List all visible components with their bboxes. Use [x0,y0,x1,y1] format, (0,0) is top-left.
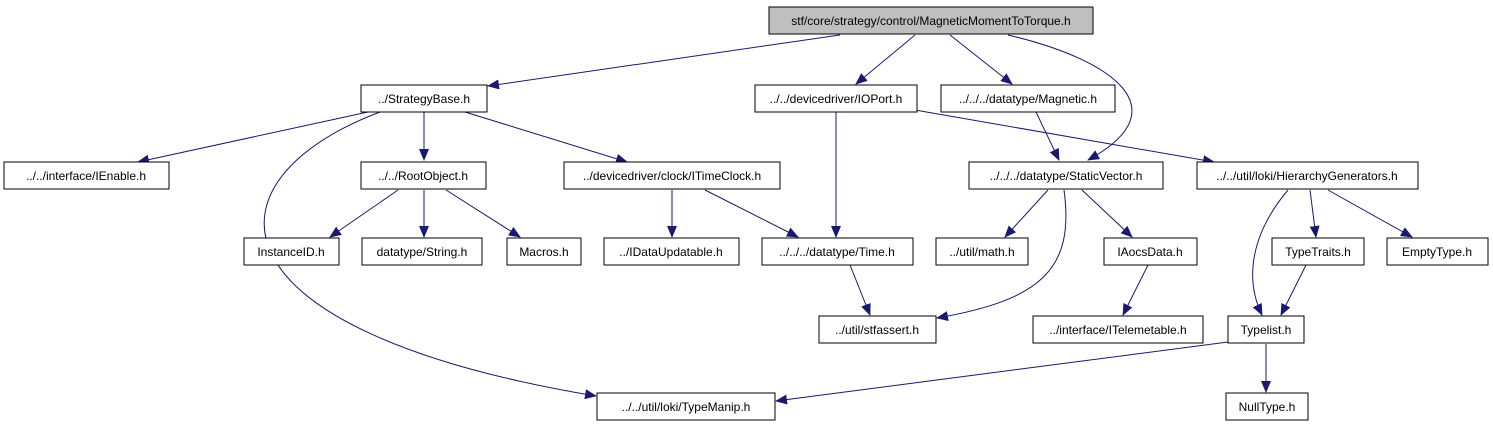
edge-typelist-to-typemanip [775,341,1229,405]
node-label: ../util/math.h [949,245,1014,259]
node-label: ../../devicedriver/IOPort.h [770,92,903,106]
node-label: ../../../datatype/StaticVector.h [990,169,1143,183]
node-label: stf/core/strategy/control/MagneticMoment… [791,14,1070,28]
edge-hiergen-to-emptytype [1327,189,1413,238]
edge-root-to-ioport [855,34,916,85]
node-time[interactable]: ../../../datatype/Time.h [761,237,914,266]
edge-iaocsdata-to-itelemetable [1122,264,1149,316]
edge-root-to-strategybase [487,34,841,90]
node-label: InstanceID.h [257,245,324,259]
edge-hiergen-to-typetraits [1309,189,1320,238]
edges [137,34,1413,405]
edge-rootobject-to-macros [445,189,521,238]
node-label: Macros.h [519,245,568,259]
edge-rootobject-to-instanceid [329,189,399,238]
node-typetraits[interactable]: TypeTraits.h [1271,237,1365,266]
node-string[interactable]: datatype/String.h [361,237,483,266]
node-label: Typelist.h [1241,323,1292,337]
node-label: ../../util/loki/HierarchyGenerators.h [1216,169,1397,183]
node-staticvector[interactable]: ../../../datatype/StaticVector.h [968,161,1164,190]
node-rootobject[interactable]: ../../RootObject.h [360,161,487,190]
node-label: ../../../datatype/Magnetic.h [959,92,1097,106]
node-label: EmptyType.h [1402,245,1472,259]
node-instanceid[interactable]: InstanceID.h [243,237,340,266]
node-macros[interactable]: Macros.h [506,237,582,266]
node-iaocsdata[interactable]: IAocsData.h [1103,237,1198,266]
edge-root-to-staticvector [1007,34,1133,161]
node-label: ../interface/ITelemetable.h [1049,323,1186,337]
edge-root-to-magnetic [949,34,1013,85]
node-label: NullType.h [1239,400,1296,414]
node-label: TypeTraits.h [1285,245,1351,259]
node-ioport[interactable]: ../../devicedriver/IOPort.h [754,84,918,113]
node-math[interactable]: ../util/math.h [935,237,1029,266]
edge-staticvector-to-stfassert [936,189,1067,322]
edge-time-to-stfassert [849,264,871,316]
nodes: stf/core/strategy/control/MagneticMoment… [3,6,1489,421]
node-strategybase[interactable]: ../StrategyBase.h [360,84,488,113]
node-emptytype[interactable]: EmptyType.h [1386,237,1489,266]
node-itelemetable[interactable]: ../interface/ITelemetable.h [1032,315,1204,344]
node-label: ../../interface/IEnable.h [26,169,146,183]
node-hierarchygenerators[interactable]: ../../util/loki/HierarchyGenerators.h [1196,161,1419,190]
edge-ioport-to-hiergen [914,109,1215,166]
edge-strategybase-to-ienable [137,111,369,165]
edge-staticvector-to-math [1004,189,1049,238]
node-label: datatype/String.h [377,245,468,259]
node-typemanip[interactable]: ../../util/loki/TypeManip.h [596,392,776,421]
node-root-header[interactable]: stf/core/strategy/control/MagneticMoment… [768,6,1094,35]
node-label: ../devicedriver/clock/ITimeClock.h [583,169,761,183]
edge-itimeclock-to-time [704,189,799,238]
node-stfassert[interactable]: ../util/stfassert.h [818,315,937,344]
edge-staticvector-to-iaocsdata [1081,189,1133,238]
node-label: ../../RootObject.h [378,169,468,183]
node-label: ../StrategyBase.h [378,92,470,106]
node-label: ../IDataUpdatable.h [619,245,722,259]
node-ienable[interactable]: ../../interface/IEnable.h [3,161,170,190]
node-itimeclock[interactable]: ../devicedriver/clock/ITimeClock.h [563,161,781,190]
node-nulltype[interactable]: NullType.h [1225,392,1309,421]
node-label: ../util/stfassert.h [835,323,919,337]
edge-hiergen-to-typelist [1252,189,1289,316]
node-typelist[interactable]: Typelist.h [1227,315,1305,344]
edge-typetraits-to-typelist [1280,264,1307,316]
node-magnetic[interactable]: ../../../datatype/Magnetic.h [940,84,1116,113]
edge-strategybase-to-itimeclock [464,111,628,164]
node-label: ../../util/loki/TypeManip.h [622,400,751,414]
node-label: IAocsData.h [1117,245,1182,259]
node-idataupdatable[interactable]: ../IDataUpdatable.h [603,237,740,266]
edge-magnetic-to-staticvector [1035,111,1060,161]
node-label: ../../../datatype/Time.h [779,245,895,259]
